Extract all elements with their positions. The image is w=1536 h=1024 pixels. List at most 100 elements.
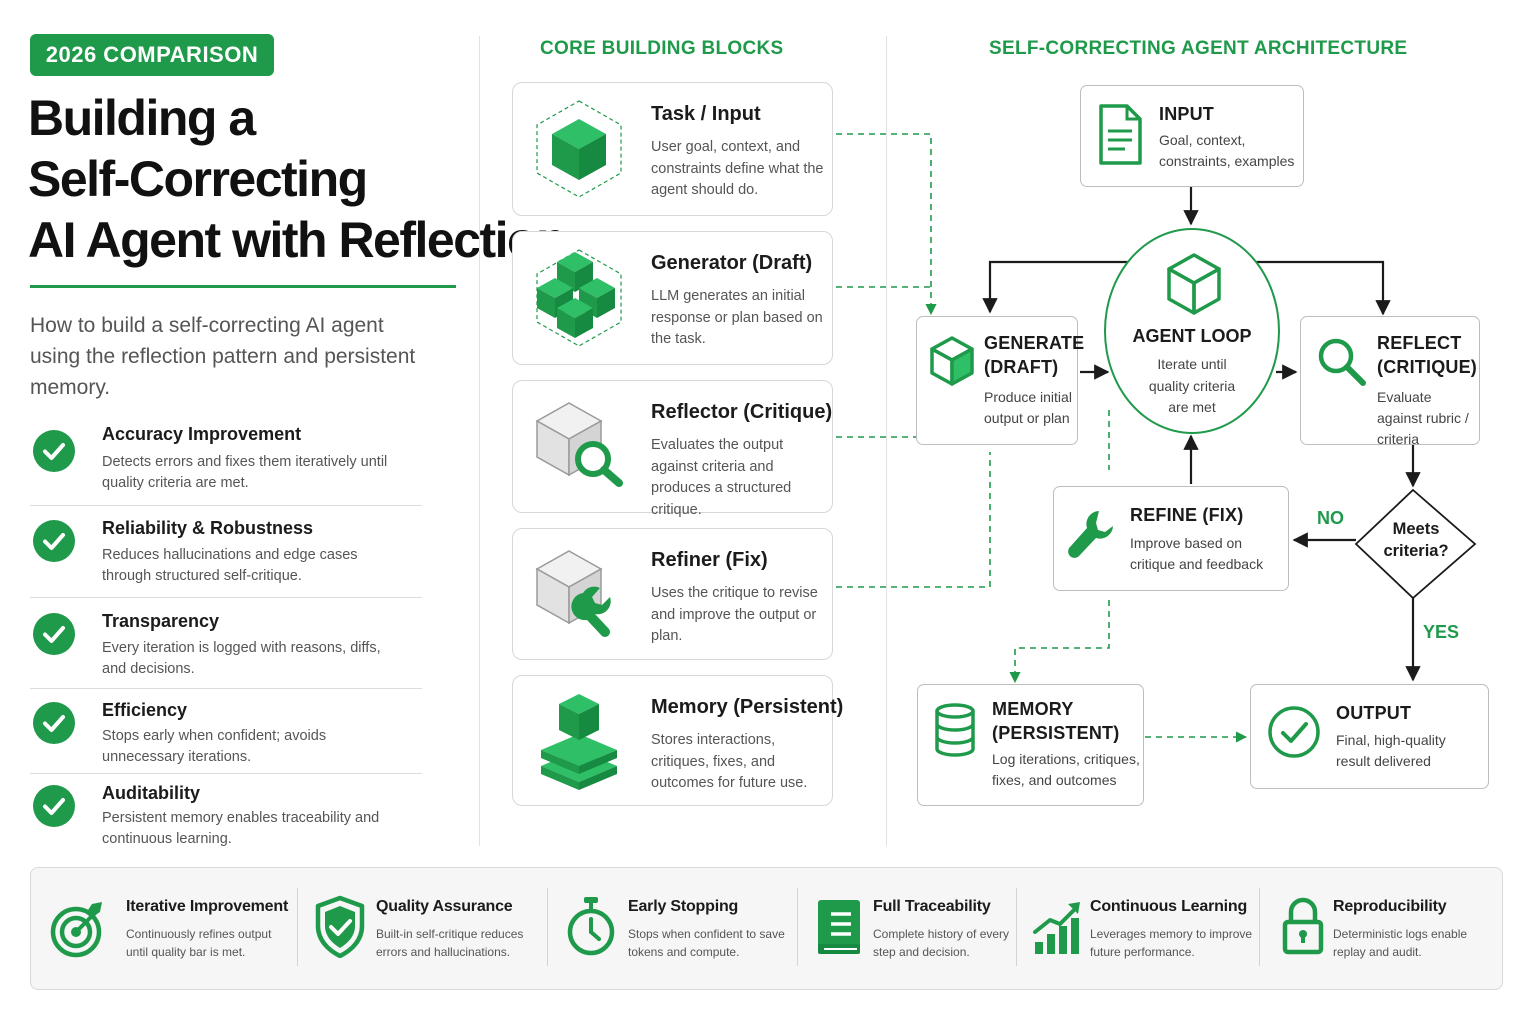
node-output: OUTPUT Final, high-quality result delive… <box>1250 684 1489 789</box>
block-task-input: Task / Input User goal, context, and con… <box>512 82 833 216</box>
cube-magnifier-icon <box>527 395 631 499</box>
node-title: REFLECT (CRITIQUE) <box>1377 333 1477 377</box>
feature-desc: Deterministic logs enable replay and aud… <box>1333 927 1468 959</box>
block-title: Memory (Persistent) <box>651 696 844 718</box>
block-title: Generator (Draft) <box>651 252 813 274</box>
cube-outline-icon <box>929 335 975 392</box>
feature-desc: Built-in self-critique reduces errors an… <box>376 927 524 959</box>
benefit-desc: Persistent memory enables traceability a… <box>102 810 380 847</box>
loop-desc: Iterate until quality criteria are met <box>1148 356 1236 415</box>
feature-title: Iterative Improvement <box>126 898 289 915</box>
feature-divider <box>1016 888 1017 966</box>
page-title: Building a Self-Correcting AI Agent with… <box>28 88 567 271</box>
feature-title: Full Traceability <box>873 898 991 915</box>
block-desc: LLM generates an initial response or pla… <box>651 288 823 347</box>
feature-divider <box>1259 888 1260 966</box>
node-input: INPUT Goal, context, constraints, exampl… <box>1080 85 1304 187</box>
feature-title: Quality Assurance <box>376 898 513 915</box>
feature-continuous-learning: Continuous Learning Leverages memory to … <box>1032 892 1256 972</box>
feature-title: Reproducibility <box>1333 898 1447 915</box>
feature-desc: Stops when confident to save tokens and … <box>628 927 785 959</box>
node-memory: MEMORY (PERSISTENT) Log iterations, crit… <box>917 684 1144 806</box>
node-title: REFINE (FIX) <box>1130 505 1244 525</box>
node-desc: Improve based on critique and feedback <box>1130 535 1264 572</box>
yes-label: YES <box>1423 622 1460 642</box>
node-desc: Final, high-quality result delivered <box>1336 732 1446 769</box>
block-title: Reflector (Critique) <box>651 401 833 423</box>
page-subtitle: How to build a self-correcting AI agent … <box>30 314 416 399</box>
stacked-cubes-icon <box>527 246 631 350</box>
block-title: Task / Input <box>651 103 761 125</box>
title-line-1: Building a <box>28 90 256 146</box>
feature-desc: Leverages memory to improve future perfo… <box>1090 927 1253 959</box>
feature-title: Early Stopping <box>628 898 739 915</box>
benefit-desc: Detects errors and fixes them iterativel… <box>102 454 388 491</box>
comparison-badge: 2026 COMPARISON <box>30 34 274 76</box>
feature-divider <box>797 888 798 966</box>
benefit-desc: Reduces hallucinations and edge cases th… <box>102 547 358 584</box>
feature-full-traceability: Full Traceability Complete history of ev… <box>815 892 1011 972</box>
block-reflector: Reflector (Critique) Evaluates the outpu… <box>512 380 833 518</box>
feature-desc: Complete history of every step and decis… <box>873 927 1010 959</box>
feature-strip <box>30 867 1503 990</box>
loop-title: AGENT LOOP <box>1132 326 1252 346</box>
check-circle-icon <box>33 613 75 655</box>
feature-early-stopping: Early Stopping Stops when confident to s… <box>566 892 790 972</box>
block-refiner: Refiner (Fix) Uses the critique to revis… <box>512 528 833 660</box>
node-agent-loop: AGENT LOOP Iterate until quality criteri… <box>1104 228 1280 434</box>
benefit-desc: Stops early when confident; avoids unnec… <box>102 728 327 765</box>
growth-chart-icon <box>1032 894 1088 958</box>
column-divider <box>886 36 887 846</box>
check-circle-icon <box>33 520 75 562</box>
node-title: INPUT <box>1159 104 1214 124</box>
cube-icon <box>527 97 631 201</box>
node-refine: REFINE (FIX) Improve based on critique a… <box>1053 486 1289 591</box>
benefit-desc: Every iteration is logged with reasons, … <box>102 640 381 677</box>
block-desc: Uses the critique to revise and improve … <box>651 585 818 644</box>
node-title: MEMORY (PERSISTENT) <box>992 699 1120 743</box>
title-line-2: Self-Correcting <box>28 151 368 207</box>
node-desc: Goal, context, constraints, examples <box>1159 132 1295 169</box>
title-line-3: AI Agent with Reflection <box>28 212 567 268</box>
block-desc: Evaluates the output against criteria an… <box>651 437 792 518</box>
node-generate: GENERATE (DRAFT) Produce initial output … <box>916 316 1085 445</box>
layered-cube-icon <box>527 690 631 794</box>
target-icon <box>50 894 106 958</box>
block-memory: Memory (Persistent) Stores interactions,… <box>512 675 843 806</box>
wrench-icon <box>1066 507 1118 568</box>
block-title: Refiner (Fix) <box>651 549 768 571</box>
feature-divider <box>547 888 548 966</box>
benefit-divider <box>30 773 422 774</box>
benefit-title: Accuracy Improvement <box>102 424 302 444</box>
feature-desc: Continuously refines output until qualit… <box>126 927 272 959</box>
building-blocks-heading: CORE BUILDING BLOCKS <box>540 38 784 59</box>
benefit-divider <box>30 597 422 598</box>
benefit-title: Transparency <box>102 611 220 631</box>
check-circle-icon <box>33 702 75 744</box>
benefit-title: Reliability & Robustness <box>102 518 314 538</box>
no-label: NO <box>1317 508 1344 528</box>
node-title: GENERATE (DRAFT) <box>984 333 1085 377</box>
node-desc: Evaluate against rubric / criteria <box>1377 389 1469 447</box>
magnifier-icon <box>1315 335 1367 392</box>
feature-title: Continuous Learning <box>1090 898 1248 915</box>
database-icon <box>934 703 976 762</box>
benefit-title: Efficiency <box>102 700 188 720</box>
benefit-divider <box>30 505 422 506</box>
block-desc: User goal, context, and constraints defi… <box>651 139 824 198</box>
check-circle-icon <box>33 785 75 827</box>
lock-icon <box>1282 894 1338 958</box>
cube-outline-icon <box>1166 252 1222 321</box>
node-desc: Produce initial output or plan <box>984 389 1072 426</box>
check-circle-icon <box>33 430 75 472</box>
book-icon <box>815 894 871 958</box>
stopwatch-icon <box>566 894 622 958</box>
block-generator: Generator (Draft) LLM generates an initi… <box>512 231 833 365</box>
node-reflect: REFLECT (CRITIQUE) Evaluate against rubr… <box>1300 316 1480 447</box>
shield-icon <box>314 894 370 959</box>
cube-wrench-icon <box>527 543 631 647</box>
node-title: OUTPUT <box>1336 703 1412 723</box>
column-divider <box>479 36 480 846</box>
feature-iterative-improvement: Iterative Improvement Continuously refin… <box>50 892 290 972</box>
title-underline <box>30 285 456 288</box>
